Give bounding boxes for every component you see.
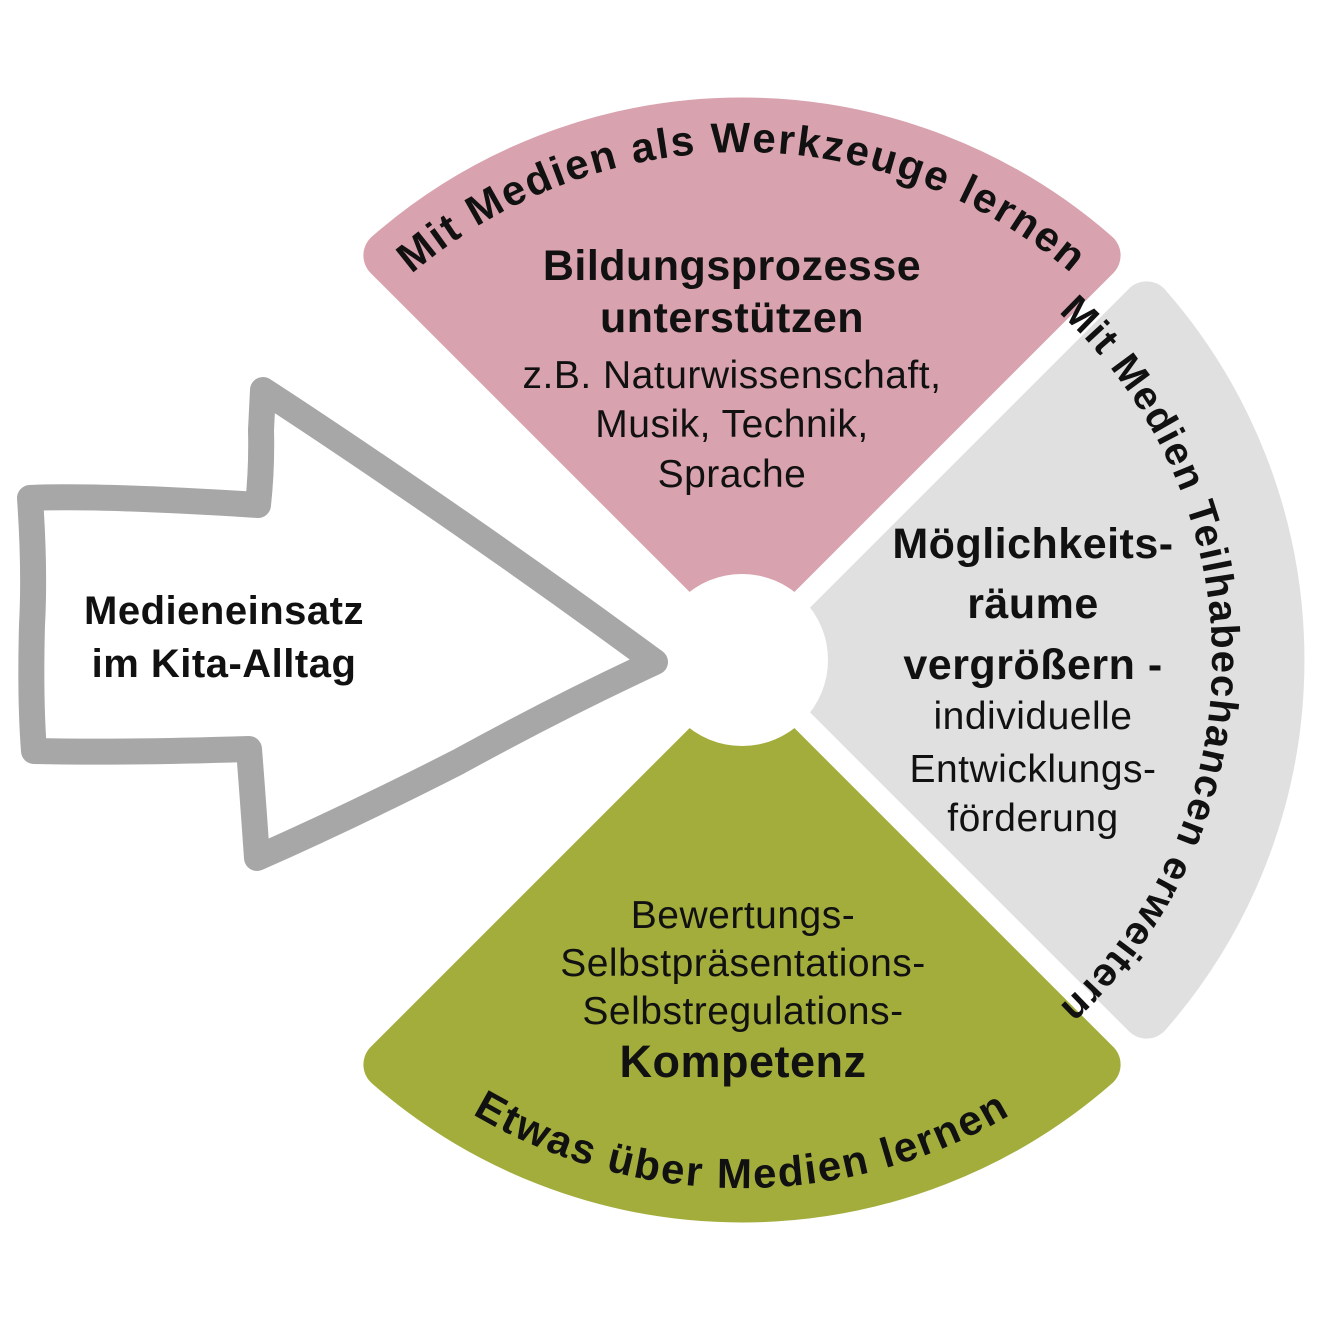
sector-right-body-line1: individuelle xyxy=(934,695,1133,738)
sector-bottom-body-line1: Bewertungs- xyxy=(631,894,855,937)
sector-right-heading-line2: räume xyxy=(967,580,1099,628)
sector-top-body-line3: Sprache xyxy=(658,453,807,496)
sector-bottom-heading: Kompetenz xyxy=(619,1036,866,1087)
sector-bottom-shape xyxy=(363,686,1121,1223)
sector-top-body-line2: Musik, Technik, xyxy=(595,403,868,446)
sector-right-body-line3: förderung xyxy=(947,797,1118,840)
sector-top-shape xyxy=(363,97,1121,634)
sector-right-body-line2: Entwicklungs- xyxy=(909,748,1156,791)
diagram-text-layer: Medieneinsatz im Kita-Alltag Mit Medien … xyxy=(84,114,1246,1197)
sector-bottom-body-line3: Selbstregulations- xyxy=(582,990,903,1033)
sector-bottom-body-line2: Selbstpräsentations- xyxy=(560,942,926,985)
center-circle xyxy=(656,574,828,746)
arrow-shape xyxy=(17,377,668,871)
arrow-label-line2: im Kita-Alltag xyxy=(92,642,357,686)
sector-right-heading-line1: Möglichkeits- xyxy=(892,520,1173,568)
sector-top-heading-line2: unterstützen xyxy=(600,294,864,342)
sector-fan xyxy=(363,97,1305,1223)
sector-top-body-line1: z.B. Naturwissenschaft, xyxy=(523,354,942,397)
arrow-label-line1: Medieneinsatz xyxy=(84,589,364,633)
sector-top-heading-line1: Bildungsprozesse xyxy=(543,242,921,290)
sector-right-heading-line3: vergrößern - xyxy=(903,641,1162,689)
sector-right-shape xyxy=(768,281,1305,1039)
